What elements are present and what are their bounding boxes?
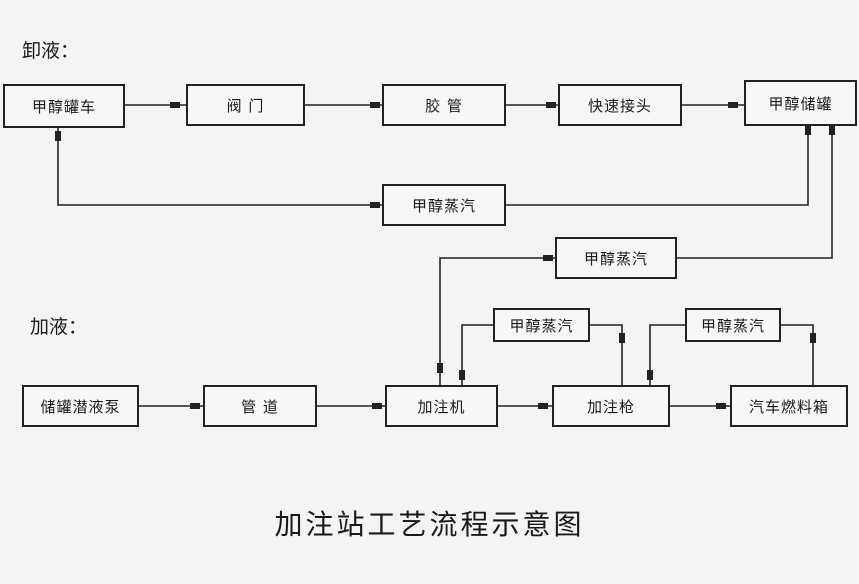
box-vapor-return-2: 甲醇蒸汽 xyxy=(555,237,677,279)
box-nozzle: 加注枪 xyxy=(552,385,670,427)
section-label-fill: 加液： xyxy=(30,316,88,338)
box-methanol-storage-tank: 甲醇储罐 xyxy=(744,80,857,126)
box-quick-connector: 快速接头 xyxy=(558,84,682,126)
diagram-title: 加注站工艺流程示意图 xyxy=(274,508,585,541)
box-vapor-return-1: 甲醇蒸汽 xyxy=(382,184,506,226)
box-valve: 阀 门 xyxy=(186,84,305,126)
box-hose: 胶 管 xyxy=(382,84,506,126)
box-vehicle-fuel-tank: 汽车燃料箱 xyxy=(730,385,848,427)
box-dispenser: 加注机 xyxy=(385,385,498,427)
box-pipeline: 管 道 xyxy=(203,385,317,427)
box-vapor-dispenser: 甲醇蒸汽 xyxy=(493,308,590,342)
section-label-unload: 卸液： xyxy=(22,40,80,62)
box-methanol-tanker: 甲醇罐车 xyxy=(3,84,125,128)
box-vapor-nozzle: 甲醇蒸汽 xyxy=(685,308,781,342)
box-submersible-pump: 储罐潜液泵 xyxy=(22,385,139,427)
